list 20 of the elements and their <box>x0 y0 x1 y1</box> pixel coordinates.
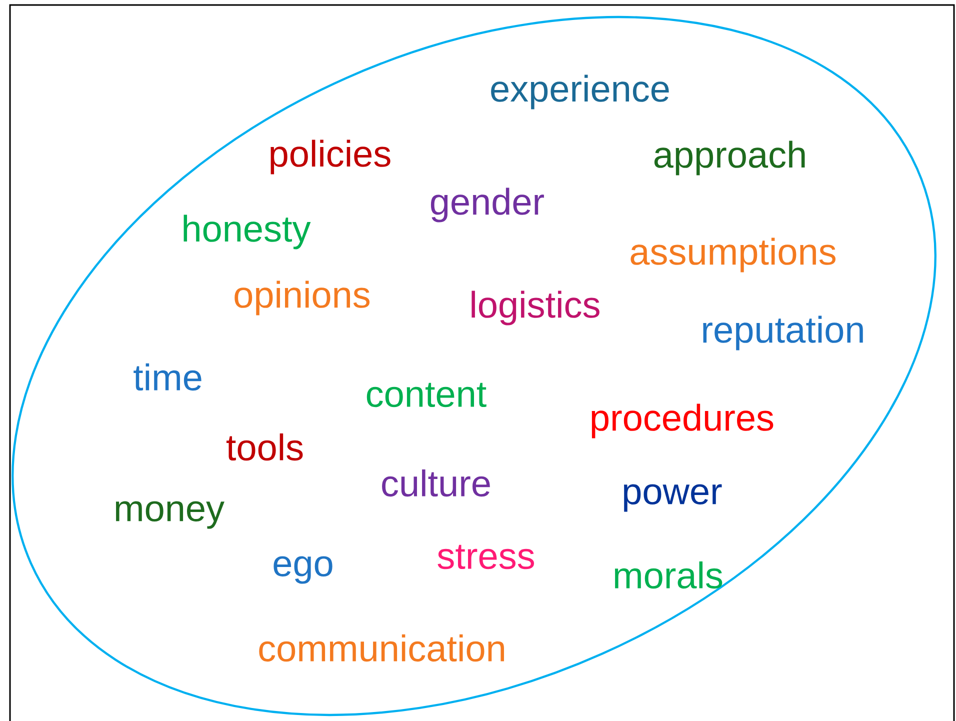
word: tools <box>226 433 303 461</box>
word: approach <box>654 140 805 176</box>
word: honesty <box>184 214 311 250</box>
word: ego <box>274 556 332 584</box>
word: content <box>366 382 486 408</box>
word: morals <box>614 561 722 589</box>
word: reputation <box>703 316 863 350</box>
word: gender <box>430 188 544 222</box>
word: opinions <box>234 280 370 316</box>
word: time <box>134 363 202 391</box>
word: stress <box>438 544 534 570</box>
word: policies <box>270 140 390 174</box>
word: money <box>116 501 224 529</box>
word: communication <box>259 634 504 662</box>
word: culture <box>382 469 490 497</box>
word: power <box>624 484 722 512</box>
word: experience <box>491 74 669 110</box>
word: procedures <box>592 404 774 438</box>
word: assumptions <box>630 238 836 272</box>
word: logistics <box>472 290 600 326</box>
